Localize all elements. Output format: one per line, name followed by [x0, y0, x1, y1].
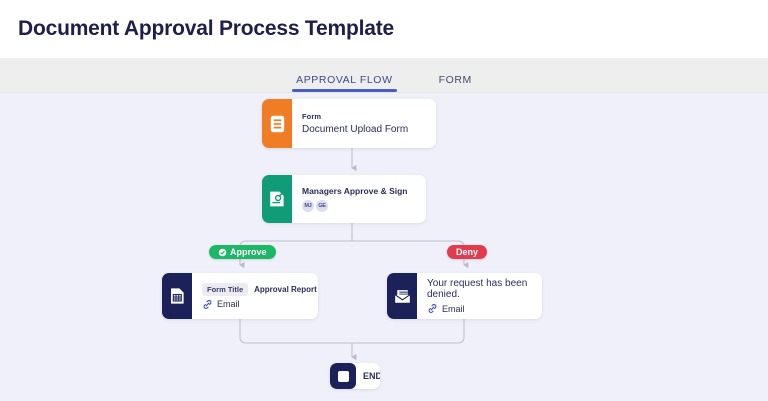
- end-label: END: [363, 371, 380, 381]
- page-title: Document Approval Process Template: [18, 17, 394, 40]
- node-kicker: Form: [302, 112, 322, 121]
- flow-canvas[interactable]: Form Document Upload Form Managers Appro…: [0, 93, 768, 401]
- flow-node-denied-notice[interactable]: Your request has been denied. Email: [387, 273, 542, 319]
- approve-badge-icon: [218, 248, 227, 257]
- flow-node-end[interactable]: END: [330, 363, 380, 389]
- branch-label-text: Approve: [230, 247, 267, 257]
- stop-square-icon: [330, 363, 356, 389]
- tab-form[interactable]: FORM: [438, 74, 472, 86]
- branch-label-deny[interactable]: Deny: [447, 245, 488, 259]
- document-form-icon: [262, 99, 292, 148]
- node-title: Document Upload Form: [302, 124, 409, 135]
- envelope-icon: [387, 273, 417, 319]
- field-label-chip: Form Title: [202, 282, 249, 296]
- link-icon: [427, 303, 438, 314]
- branch-label-text: Deny: [456, 247, 479, 257]
- node-title: Your request has been denied.: [427, 278, 528, 300]
- form-field-row: Form Title Approval Report: [202, 282, 317, 296]
- avatar[interactable]: GE: [316, 200, 328, 212]
- flow-node-denied-notice-body: Your request has been denied. Email: [417, 273, 542, 319]
- flow-node-approve-sign-body: Managers Approve & Sign MJ GE: [292, 175, 419, 223]
- flow-node-approval-report[interactable]: Form Title Approval Report Email: [162, 273, 318, 319]
- node-title: Managers Approve & Sign: [302, 186, 408, 196]
- wire-denied-merge: [352, 319, 465, 344]
- branch-label-approve[interactable]: Approve: [209, 245, 276, 259]
- channel-label: Email: [217, 299, 240, 309]
- avatar[interactable]: MJ: [302, 200, 314, 212]
- document-sign-icon: [262, 175, 292, 223]
- tab-bar: APPROVAL FLOW FORM: [0, 58, 768, 93]
- stop-square-inner: [337, 370, 349, 382]
- tab-approval-flow[interactable]: APPROVAL FLOW: [292, 74, 397, 92]
- flow-node-form[interactable]: Form Document Upload Form: [262, 99, 436, 148]
- channel-row: Email: [202, 299, 317, 310]
- assignee-avatars: MJ GE: [302, 200, 407, 212]
- channel-row: Email: [427, 303, 530, 314]
- flow-node-approval-report-body: Form Title Approval Report Email: [192, 273, 318, 319]
- wire-report-merge: [239, 319, 352, 344]
- page-header: Document Approval Process Template: [0, 0, 768, 58]
- flow-node-approve-sign[interactable]: Managers Approve & Sign MJ GE: [262, 175, 426, 223]
- flow-node-form-body: Form Document Upload Form: [292, 99, 420, 148]
- channel-label: Email: [442, 303, 465, 314]
- field-value: Approval Report: [254, 284, 317, 294]
- document-table-icon: [162, 273, 192, 319]
- link-icon: [202, 299, 213, 310]
